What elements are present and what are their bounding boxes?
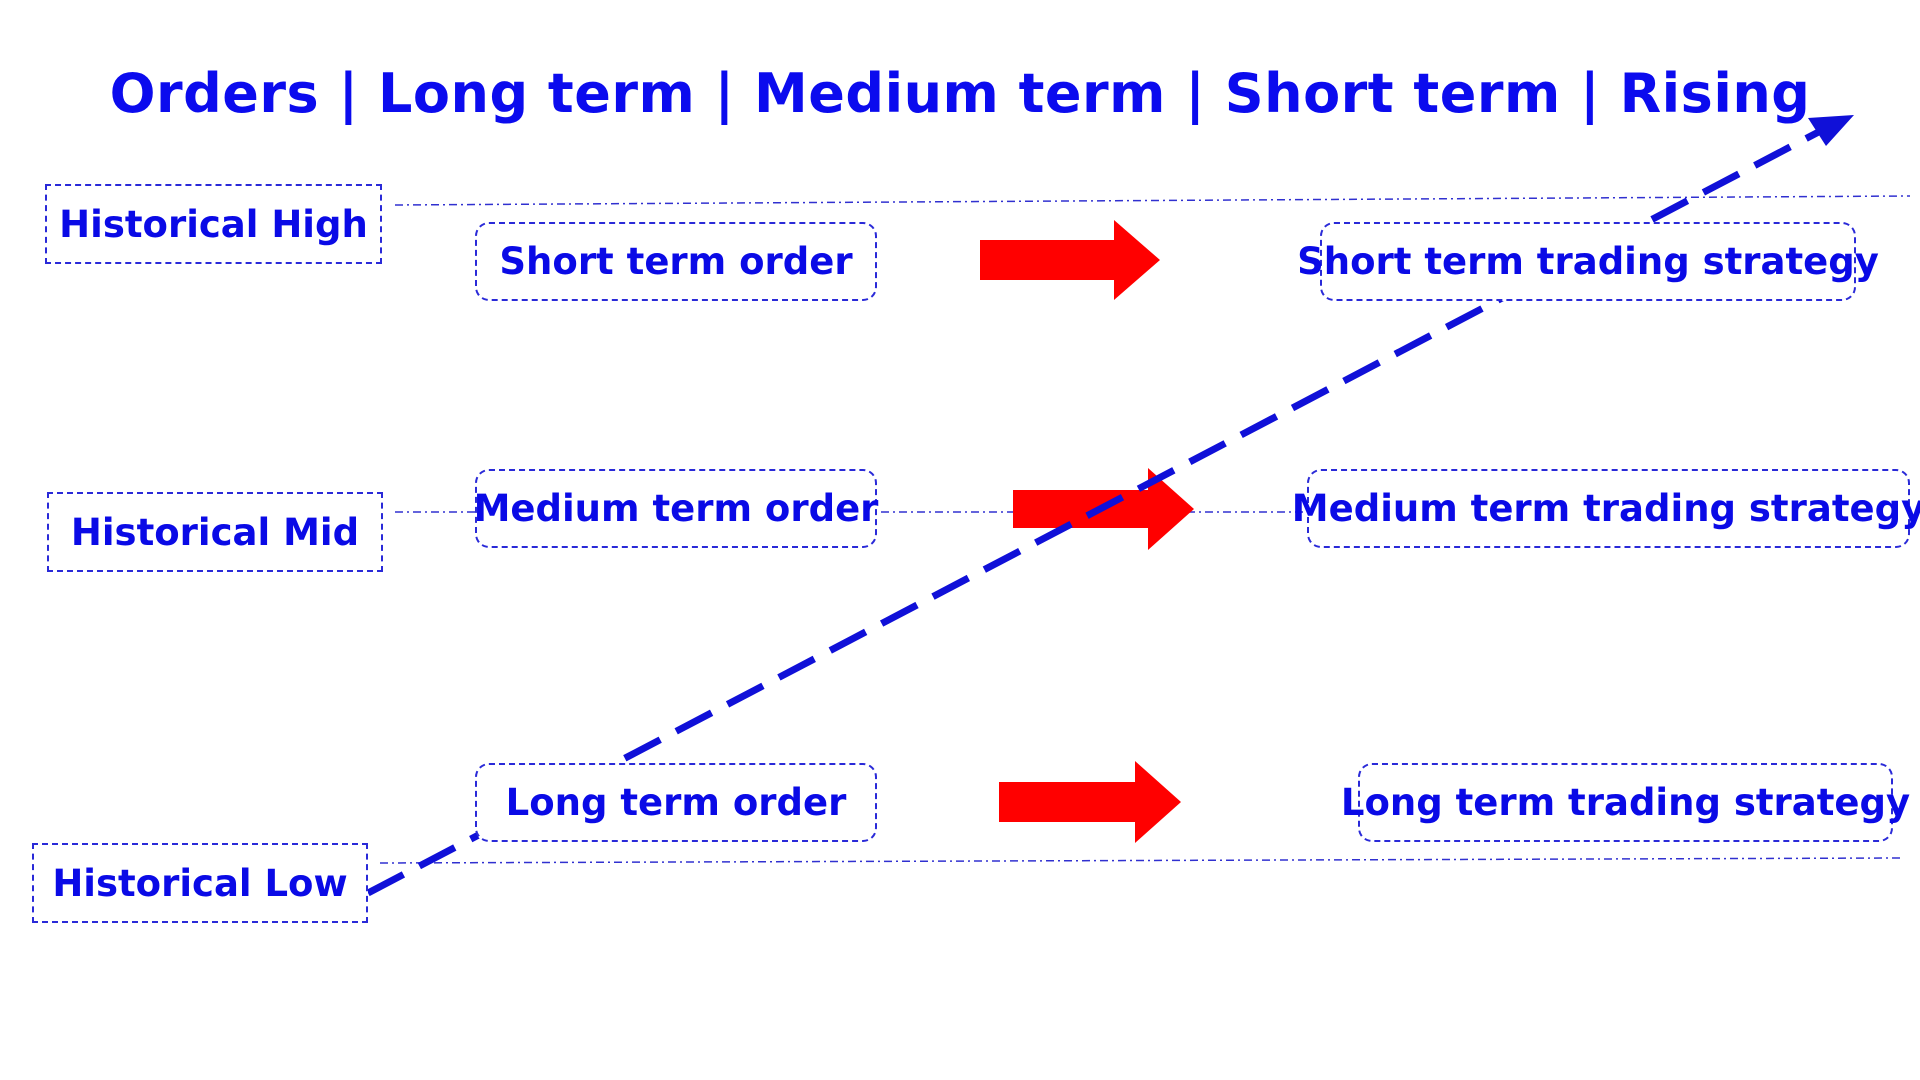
long-term-strategy-box: Long term trading strategy bbox=[1341, 763, 1910, 842]
rising-trend-line bbox=[366, 122, 1832, 897]
historical-low-guide-line bbox=[379, 857, 1901, 864]
short-term-strategy-box: Short term trading strategy bbox=[1297, 222, 1879, 301]
historical-high-guide-line bbox=[394, 195, 1911, 206]
short-term-arrow bbox=[980, 220, 1160, 300]
short-term-order-box: Short term order bbox=[475, 222, 877, 301]
historical-high-label: Historical High bbox=[45, 184, 382, 264]
long-term-order-box: Long term order bbox=[475, 763, 877, 842]
medium-term-order-box: Medium term order bbox=[474, 469, 878, 548]
long-term-arrow bbox=[999, 761, 1181, 843]
historical-mid-label: Historical Mid bbox=[47, 492, 383, 572]
page-title: Orders | Long term | Medium term | Short… bbox=[109, 62, 1811, 125]
medium-term-strategy-box: Medium term trading strategy bbox=[1292, 469, 1920, 548]
historical-low-label: Historical Low bbox=[32, 843, 368, 923]
rising-trend-arrowhead bbox=[1808, 115, 1854, 146]
